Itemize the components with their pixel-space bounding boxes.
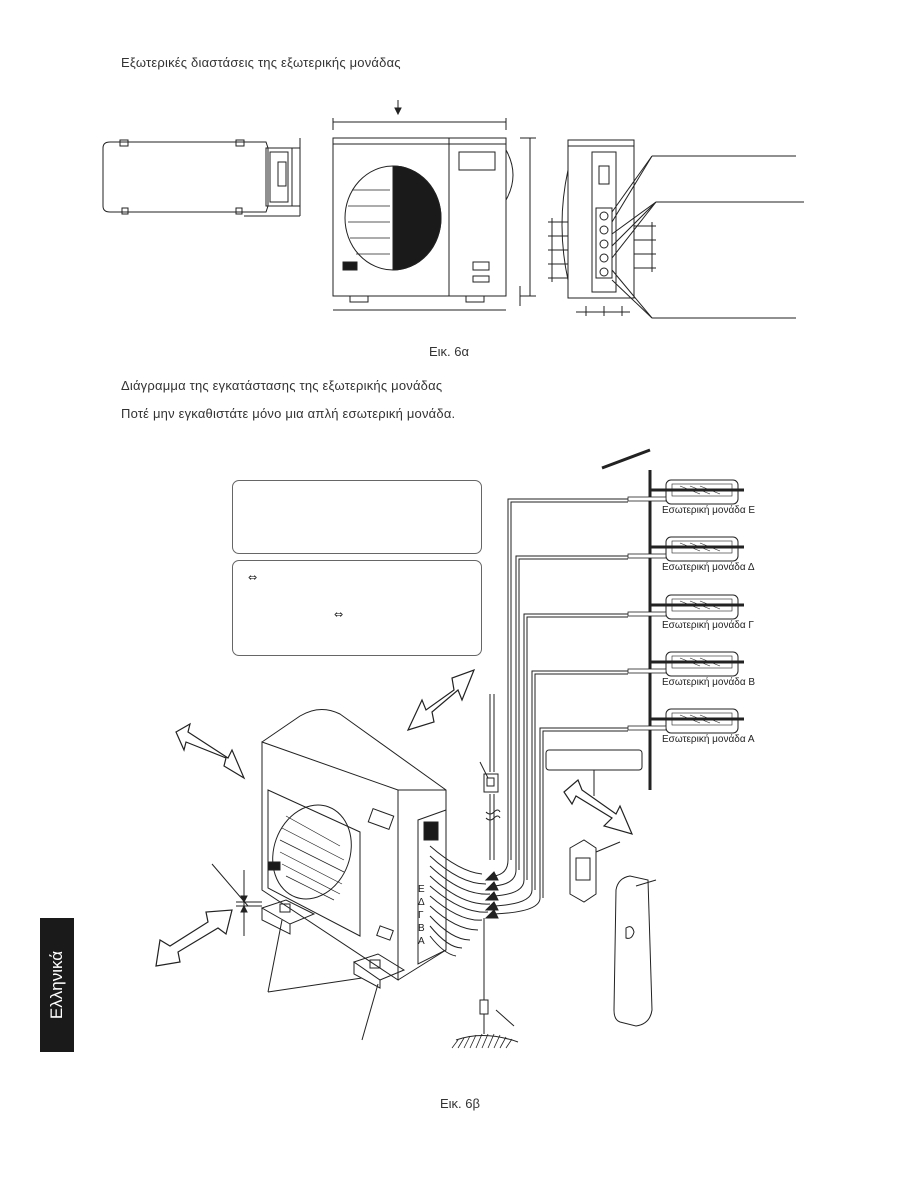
refrigerant-route-line [493,555,628,887]
indoor-unit-label: Εσωτερική μονάδα Ε [662,505,756,516]
double-arrow-icon: ⇔ [248,571,258,584]
indoor-unit-icon [627,594,744,620]
port-letter: Β [418,923,425,934]
indoor-units-drawing [627,479,744,734]
wall-drawing [601,448,652,790]
port-letter: Γ [418,910,424,921]
label-plate [545,749,643,771]
routing-lines [484,498,628,919]
refrigerant-route-line [493,613,628,897]
heading-installation-diagram: Διάγραμμα της εγκατάστασης της εξωτερική… [121,378,443,393]
refrigerant-route-line [534,673,628,890]
power-cable [451,694,519,1049]
indoor-unit-icon [627,651,744,677]
refrigerant-route-line [493,498,628,877]
indoor-unit-label: Εσωτερική μονάδα Γ [662,620,754,631]
indoor-unit-label: Εσωτερική μονάδα Α [662,734,755,745]
caption-fig-6a: Εικ. 6α [429,344,470,359]
refrigerant-route-line [510,501,628,860]
heading-external-dimensions: Εξωτερικές διαστάσεις της εξωτερικής μον… [121,55,401,70]
route-arrow-icon [484,891,499,901]
double-arrow-icon: ⇔ [334,608,344,621]
outdoor-unit-drawing [211,709,447,1041]
heading-warning: Ποτέ μην εγκαθιστάτε μόνο μια απλή εσωτε… [121,406,456,421]
side-view-drawing [548,139,804,319]
refrigerant-route-line [493,670,628,907]
clearance-arrows [155,668,634,967]
indoor-unit-icon [627,479,744,505]
port-letter: Α [418,936,425,947]
route-arrow-icon [484,901,499,911]
note-box-bottom [232,560,482,656]
top-view-drawing [102,138,301,217]
indoor-unit-label: Εσωτερική μονάδα Δ [662,562,755,573]
side-valve-ports [595,207,613,279]
route-arrow-icon [484,871,499,881]
refrigerant-route-line [493,727,628,915]
language-tab: Ελληνικά [40,918,74,1052]
indoor-unit-icon [627,708,744,734]
pipe-bundle [429,845,491,957]
refrigerant-route-line [542,730,628,898]
wall-bracket [569,839,621,903]
refrigerant-route-line [518,558,628,870]
front-view-drawing [332,100,536,311]
refrigerant-route-line [526,616,628,880]
indoor-unit-label: Εσωτερική μονάδα Β [662,677,756,688]
pipe-cover [613,875,657,1027]
indoor-unit-icon [627,536,744,562]
route-arrow-icon [484,909,499,919]
port-letter: Δ [418,897,425,908]
caption-fig-6b: Εικ. 6β [440,1096,480,1111]
note-box-top [232,480,482,554]
route-arrow-icon [484,881,499,891]
port-letter: Ε [418,884,425,895]
